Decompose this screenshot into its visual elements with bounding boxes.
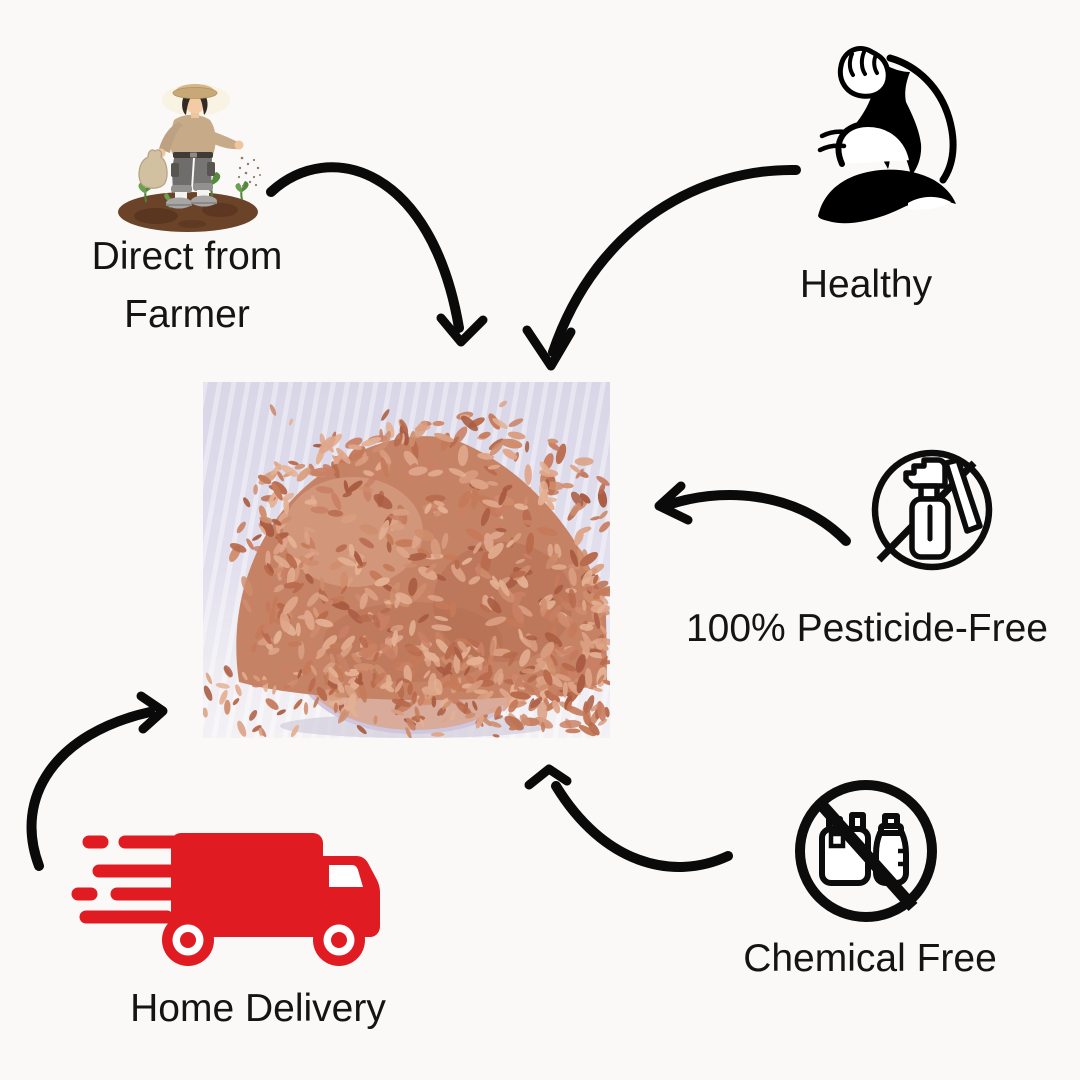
direct-from-farmer-line2: Farmer — [124, 293, 250, 336]
home-delivery-label: Home Delivery — [130, 987, 386, 1030]
product-photo-flakes — [203, 400, 610, 738]
no-chemicals-icon — [791, 776, 941, 926]
arrow-pesticide-to-product — [654, 481, 851, 546]
product-photo — [203, 382, 610, 738]
chemical-free-label: Chemical Free — [743, 937, 997, 980]
pesticide-free-label: 100% Pesticide-Free — [685, 607, 1048, 650]
healthy-label: Healthy — [799, 263, 933, 306]
farmer-sowing-icon — [108, 78, 268, 238]
arrow-chemical-to-product — [524, 764, 733, 872]
no-pesticide-spray-icon — [868, 446, 996, 574]
direct-from-farmer-line1: Direct from — [91, 235, 283, 278]
delivery-truck-icon — [58, 828, 382, 968]
bicep-flex-icon — [816, 40, 960, 236]
